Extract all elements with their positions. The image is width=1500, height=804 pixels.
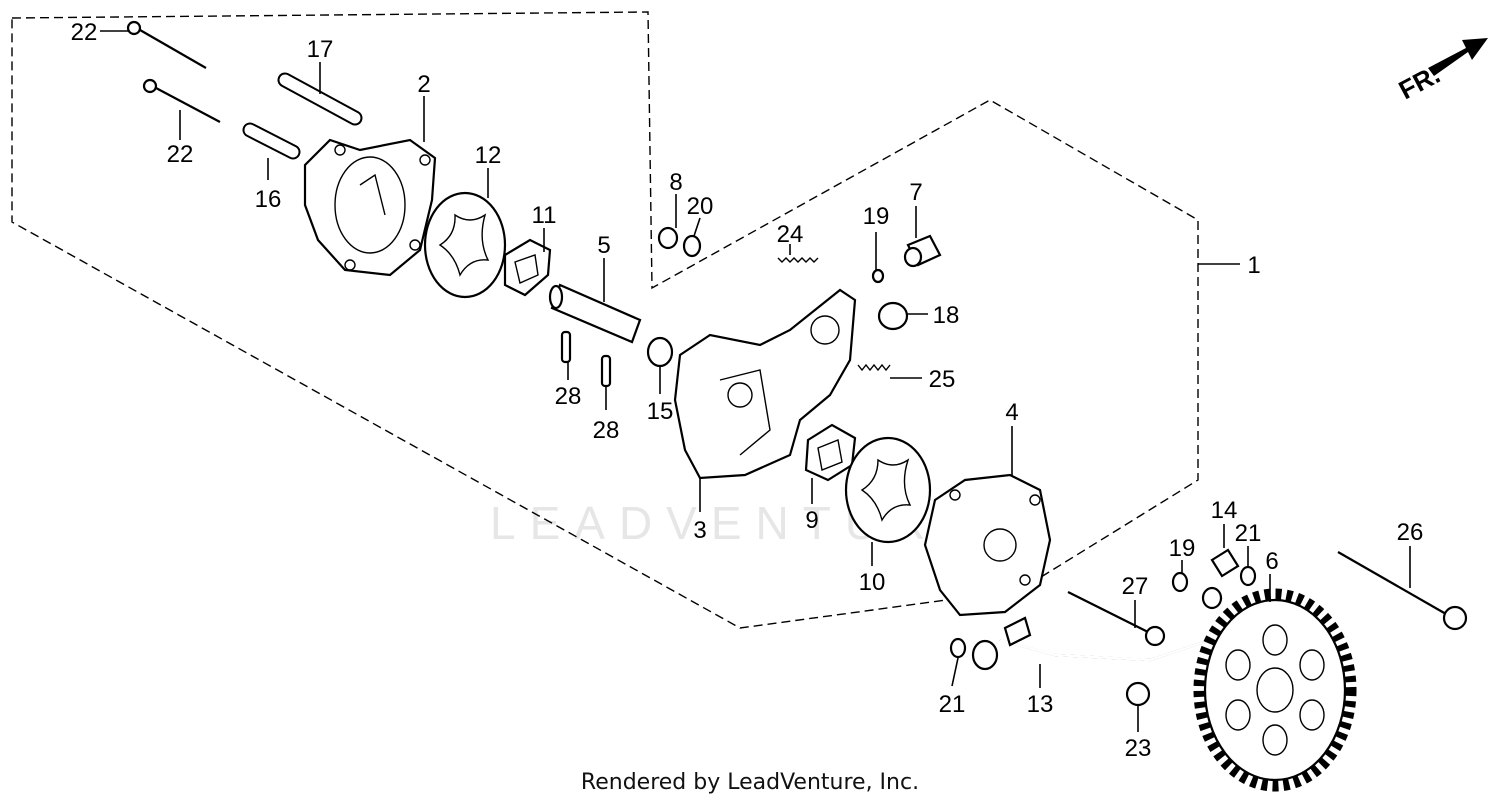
washer-19-lower — [1171, 571, 1189, 593]
collar-8 — [657, 226, 679, 250]
washer-21-left — [949, 637, 967, 659]
spring-24 — [777, 257, 819, 263]
washer-19-upper — [871, 268, 885, 284]
callout-5: 5 — [597, 232, 610, 259]
callout-2: 2 — [417, 71, 430, 98]
bolt-22-lower — [142, 78, 221, 123]
collar-14 — [1210, 548, 1240, 578]
callout-22: 22 — [167, 141, 194, 168]
callout-21: 21 — [939, 691, 966, 718]
oil-pipe-13 — [971, 586, 1224, 671]
pump-body-3 — [673, 288, 857, 480]
callout-13: 13 — [1027, 691, 1054, 718]
driven-sprocket-6 — [1193, 588, 1357, 792]
callout-21: 21 — [1235, 520, 1262, 547]
dowel-pin-17 — [277, 72, 363, 126]
callout-12: 12 — [475, 142, 502, 169]
outer-rotor-12 — [423, 191, 507, 299]
callout-9: 9 — [805, 507, 818, 534]
pump-rear-cover-4 — [923, 473, 1052, 617]
callout-10: 10 — [859, 569, 886, 596]
outer-rotor-10 — [844, 436, 932, 544]
callout-18: 18 — [933, 302, 960, 329]
callout-20: 20 — [687, 193, 714, 220]
bolt-22-upper — [126, 20, 207, 69]
callout-28: 28 — [593, 417, 620, 444]
callout-22: 22 — [71, 19, 98, 46]
callout-24: 24 — [777, 221, 804, 248]
pump-shaft-5 — [548, 283, 642, 344]
callout-17: 17 — [307, 36, 334, 63]
callout-25: 25 — [929, 366, 956, 393]
callout-28: 28 — [555, 383, 582, 410]
callout-14: 14 — [1211, 497, 1238, 524]
front-direction-arrow: FR. — [1394, 38, 1488, 105]
callout-11: 11 — [532, 202, 557, 229]
pump-cover-2 — [303, 138, 437, 277]
callout-7: 7 — [909, 179, 922, 206]
plug-18 — [877, 301, 909, 331]
callout-19: 19 — [863, 203, 890, 230]
callout-8: 8 — [669, 169, 682, 196]
callout-3: 3 — [693, 517, 706, 544]
bolt-26 — [1337, 551, 1468, 631]
callout-23: 23 — [1125, 735, 1152, 762]
callout-27: 27 — [1122, 573, 1149, 600]
callout-19: 19 — [1169, 535, 1196, 562]
nut-23 — [1125, 681, 1151, 707]
washer-15 — [646, 336, 674, 368]
spring-25 — [857, 363, 891, 372]
callout-15: 15 — [647, 398, 674, 425]
callout-6: 6 — [1265, 548, 1278, 575]
leader-lines — [100, 30, 1411, 732]
render-credit-footer: Rendered by LeadVenture, Inc. — [580, 770, 920, 795]
pin-28-right — [600, 354, 612, 388]
callout-1: 1 — [1247, 252, 1260, 279]
collar-7 — [903, 234, 942, 268]
dowel-pin-16 — [242, 122, 301, 160]
inner-rotor-11 — [503, 238, 552, 297]
washer-20 — [682, 234, 702, 258]
callout-16: 16 — [255, 186, 282, 213]
callout-labels: 22 22 17 16 2 12 11 5 28 28 15 3 8 20 24… — [71, 19, 1424, 762]
callout-4: 4 — [1005, 399, 1018, 426]
callout-26: 26 — [1397, 519, 1424, 546]
pin-28-left — [560, 330, 572, 364]
washer-21-right — [1239, 565, 1257, 587]
assembly-outline — [11, 11, 1199, 629]
